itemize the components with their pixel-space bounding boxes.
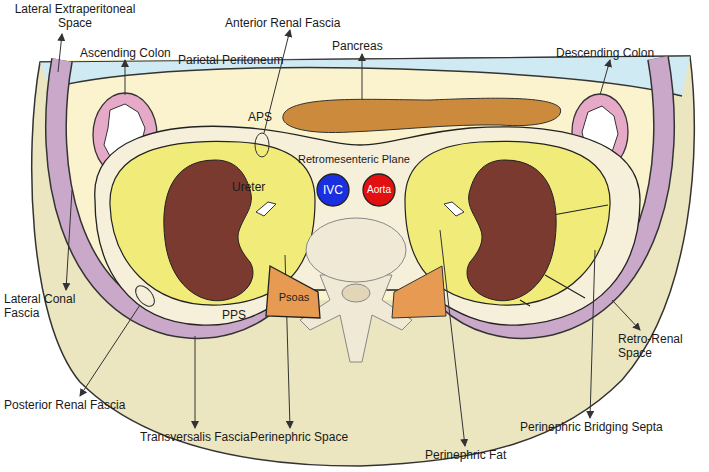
leader-line bbox=[58, 34, 62, 72]
leader-line bbox=[80, 305, 140, 396]
part-label: Parietal Peritoneum bbox=[178, 53, 318, 67]
part-label: Perinephric Fat bbox=[425, 448, 535, 462]
leader-line bbox=[612, 300, 640, 330]
vessel-circle: Aorta bbox=[362, 173, 396, 207]
psoas-muscle bbox=[392, 266, 446, 318]
part-label: APS bbox=[248, 110, 288, 124]
part-label: Perinephric Space bbox=[250, 430, 370, 444]
part-label: Descending Colon bbox=[556, 46, 676, 60]
node-outline-shape bbox=[266, 266, 320, 318]
part-label: Ureter bbox=[232, 180, 282, 194]
node-label: Aorta bbox=[367, 183, 391, 197]
renal-fascia bbox=[95, 126, 640, 325]
leader-line bbox=[600, 60, 610, 95]
ureter bbox=[444, 202, 464, 216]
kidney bbox=[467, 160, 556, 301]
callout-ring bbox=[255, 133, 269, 157]
part-label: PPS bbox=[222, 308, 262, 322]
node-outline-shape bbox=[363, 174, 395, 206]
part-label: Anterior Renal Fascia bbox=[225, 16, 365, 30]
part-label: Lateral Extraperitoneal Space bbox=[0, 2, 150, 30]
part-label: Perinephric Bridging Septa bbox=[520, 420, 670, 434]
leader-line bbox=[195, 336, 196, 428]
psoas-shape: Psoas bbox=[262, 262, 322, 320]
node-label: Psoas bbox=[279, 290, 310, 304]
leader-line bbox=[66, 190, 72, 290]
part-label: Pancreas bbox=[332, 39, 402, 53]
callout-ring bbox=[132, 282, 158, 309]
leader-line bbox=[590, 250, 595, 418]
leader-line bbox=[362, 54, 363, 100]
node-outline-shape bbox=[317, 174, 349, 206]
leader-line bbox=[125, 60, 126, 95]
leader-lines bbox=[58, 30, 640, 446]
node-label: IVC bbox=[323, 183, 343, 197]
ureter bbox=[256, 202, 276, 216]
part-label: Retromesenteric Plane bbox=[298, 152, 428, 166]
part-label: Retro-Renal Space bbox=[618, 332, 708, 360]
body-wall bbox=[32, 56, 695, 466]
spinal-canal bbox=[342, 284, 370, 302]
parietal-peritoneum bbox=[50, 68, 682, 96]
part-label: Lateral Conal Fascia bbox=[4, 292, 94, 320]
peritoneal-cavity bbox=[40, 56, 690, 96]
part-label: Posterior Renal Fascia bbox=[4, 398, 154, 412]
leader-line bbox=[440, 230, 465, 446]
part-label: Ascending Colon bbox=[80, 46, 190, 60]
vertebral-body bbox=[306, 218, 406, 282]
vessel-circle: IVC bbox=[316, 173, 350, 207]
retroperitoneum bbox=[56, 58, 664, 328]
